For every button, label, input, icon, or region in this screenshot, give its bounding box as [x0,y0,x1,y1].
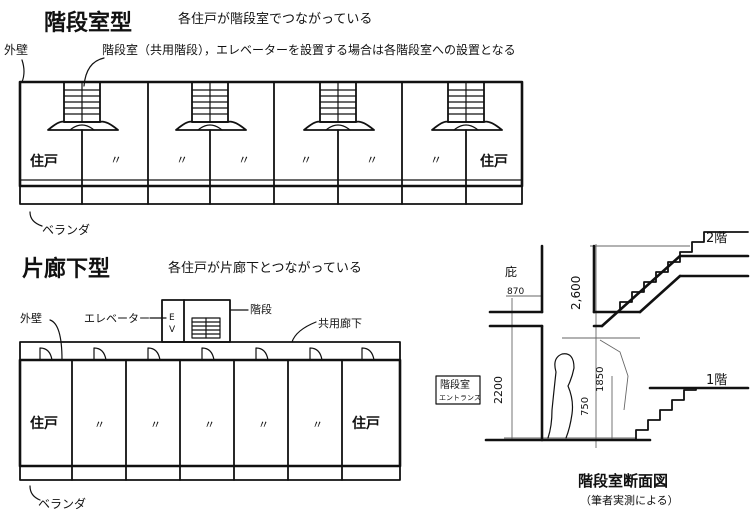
bottom-ditto-5: 〃 [312,418,323,431]
person-figure [547,353,575,439]
top-balcony [19,185,523,205]
top-ditto-4: 〃 [300,153,312,167]
entrance-label-line2: エントランス [439,394,481,402]
eave-label: 庇 [505,264,517,279]
top-outer-wall-label: 外壁 [4,42,28,57]
section-caption: 階段室断面図 [578,472,668,490]
ev-mark-v: V [169,325,176,335]
bottom-ditto-4: 〃 [258,418,269,431]
section-structure [484,244,750,442]
bottom-unit-label-left: 住戸 [30,415,58,432]
lower-stair-flight [635,387,697,441]
top-ditto-1: 〃 [110,153,122,167]
bottom-building-outline [18,358,402,468]
bottom-unit-label-right: 住戸 [352,415,380,432]
top-ditto-5: 〃 [366,153,378,167]
ev-mark-e: E [169,313,175,323]
bottom-wall-leader [49,319,63,361]
dim-2600: 2,600 [569,276,583,310]
top-unit-label-left: 住戸 [30,153,58,170]
bottom-balcony-label: ベランダ [38,496,86,511]
bottom-corridor-label: 共用廊下 [318,316,362,330]
dim-1850: 1850 [595,367,606,392]
corridor-type-plan: 片廊下型 各住戸が片廊下とつながっている 外壁 エレベーター 階段 共用廊下 E… [18,256,402,511]
dim-870: 870 [507,287,524,297]
top-stairhall-3 [303,81,375,131]
stairwell-type-plan: 階段室型 各住戸が階段室でつながっている 外壁 階段室（共用階段），エレベーター… [4,10,524,237]
top-ditto-3: 〃 [238,153,250,167]
top-ditto-6: 〃 [430,153,442,167]
top-ditto-2: 〃 [176,153,188,167]
bottom-ditto-1: 〃 [94,418,105,431]
bottom-balcony [19,465,401,481]
top-balcony-label: ベランダ [42,222,90,237]
top-stair-label: 階段室（共用階段），エレベーターを設置する場合は各階段室への設置となる [102,42,516,57]
bottom-party-walls [71,359,343,481]
floor-1-label: 1階 [706,373,727,388]
top-unit-label-right: 住戸 [480,153,508,170]
dim-2200: 2200 [492,376,505,404]
dim-750: 750 [580,397,591,416]
entrance-label-line1: 階段室 [440,378,470,391]
bottom-corridor-leader [291,321,317,343]
bottom-balcony-leader [29,485,41,501]
bottom-stair-treads [191,317,221,339]
top-balcony-leader [29,211,43,227]
bottom-elevator-label: エレベーター [84,312,150,325]
bottom-ditto-2: 〃 [150,418,161,431]
section-dimension-lines [504,244,690,448]
corridor-type-title: 片廊下型 [22,256,110,282]
entrance-label-box [435,375,481,405]
stairwell-type-title: 階段室型 [44,10,132,36]
top-party-walls [81,81,467,205]
top-wall-leader [21,59,25,83]
top-building-outline [18,80,524,188]
upper-stair-flight [619,231,749,313]
stairwell-section: 庇 870 2,600 2200 1850 750 2階 1階 階段室 エントラ… [435,231,750,507]
bottom-stair-label: 階段 [250,302,272,316]
stairwell-type-subtitle: 各住戸が階段室でつながっている [178,11,372,27]
bottom-unit-doors [39,347,375,361]
bottom-outer-wall-label: 外壁 [20,311,42,325]
top-stairhall-2 [175,81,247,131]
corridor-type-subtitle: 各住戸が片廊下とつながっている [168,260,362,276]
top-stairhall-4 [431,81,503,131]
bottom-ditto-3: 〃 [204,418,215,431]
section-note: （筆者実測による） [580,493,679,507]
top-stairhall-1 [47,81,119,131]
floor-2-label: 2階 [706,231,727,246]
